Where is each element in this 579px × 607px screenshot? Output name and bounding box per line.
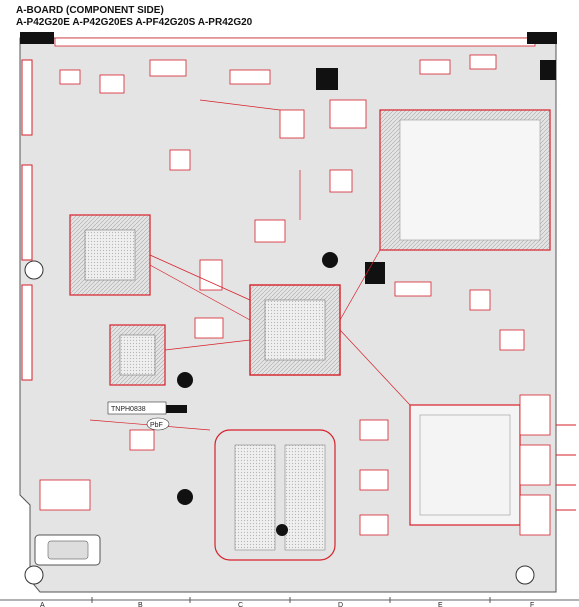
grid-column-f: F — [530, 602, 534, 607]
ic-memory — [379, 109, 551, 251]
part-number-label-box — [107, 401, 167, 415]
grid-column-c: C — [238, 602, 243, 607]
shield-can — [409, 404, 521, 526]
mounting-holes — [24, 260, 535, 585]
ic-main-processor — [249, 284, 341, 376]
grid-column-e: E — [438, 602, 443, 607]
left-connectors — [21, 59, 33, 381]
model-list: A-P42G20E A-P42G20ES A-PF42G20S A-PR42G2… — [16, 17, 253, 28]
dsub-connector — [34, 534, 101, 566]
small-components — [39, 54, 551, 536]
grid-scale — [0, 597, 579, 603]
video-processing-area — [214, 429, 336, 561]
pbf-mark-outline — [146, 417, 170, 431]
part-number: TNPH0838 — [111, 406, 146, 413]
diagram-title: A-BOARD (COMPONENT SIDE) — [16, 5, 164, 16]
pbf-mark: PbF — [150, 422, 163, 429]
right-edge-connectors — [556, 424, 576, 511]
grid-column-b: B — [138, 602, 143, 607]
ic-u1 — [69, 214, 151, 296]
grid-column-a: A — [40, 602, 45, 607]
ic-u2 — [109, 324, 166, 386]
grid-column-d: D — [338, 602, 343, 607]
dark-components — [165, 60, 556, 536]
top-connector-strip — [20, 32, 557, 47]
